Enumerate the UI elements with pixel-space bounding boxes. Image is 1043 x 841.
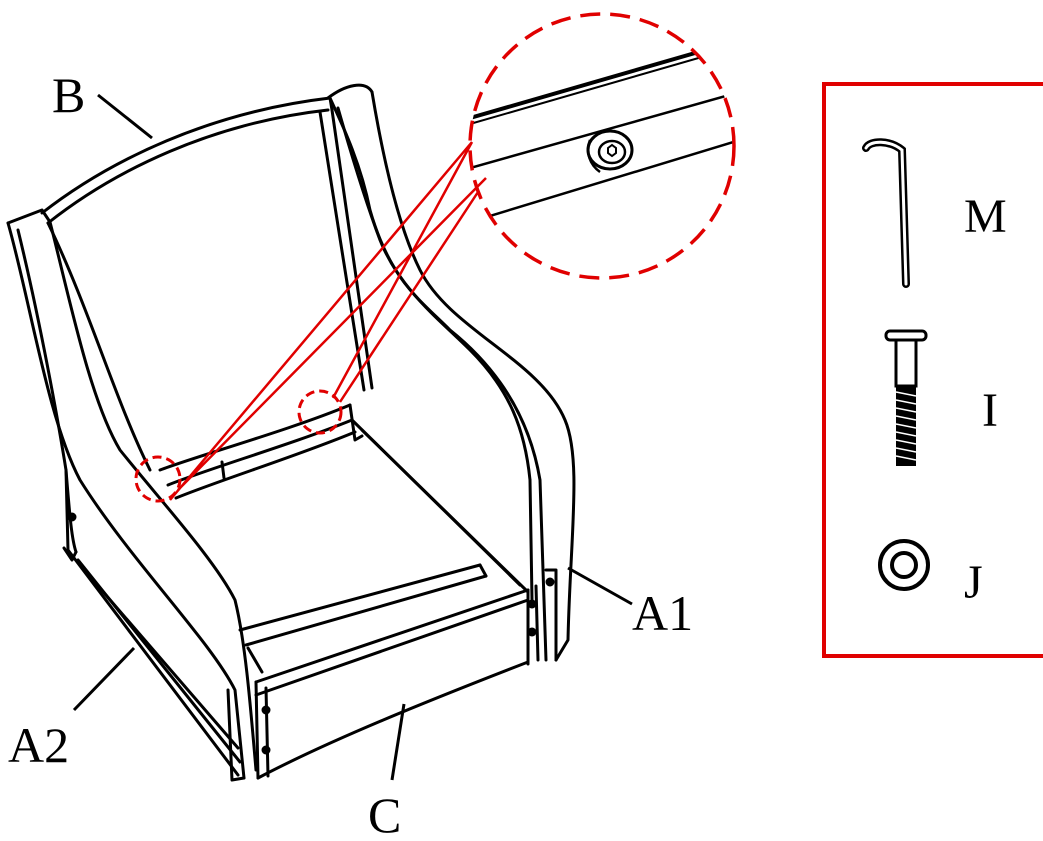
detail-callout (134, 12, 736, 503)
label-c: C (368, 787, 401, 836)
backrest-b (40, 96, 374, 472)
label-b: B (52, 67, 85, 123)
left-arm-a2 (6, 208, 258, 782)
right-arm-a1 (326, 83, 576, 662)
hardware-label-i: I (982, 384, 998, 437)
hardware-label-j: J (964, 556, 983, 609)
front-rail-c (254, 584, 540, 780)
hardware-label-m: M (964, 190, 1007, 243)
chair-drawing (6, 83, 576, 782)
hardware-panel-border (822, 82, 1043, 658)
zoom-circle (468, 12, 736, 280)
bolt-icon (884, 329, 928, 466)
seat-frame (158, 403, 530, 674)
zoom-detail (468, 12, 736, 280)
highlight-circle-right (297, 389, 343, 435)
part-labels: B A1 A2 C (8, 67, 693, 841)
hardware-panel: M I J (822, 82, 1043, 658)
label-a2: A2 (8, 717, 69, 773)
label-a1: A1 (632, 585, 693, 641)
highlight-circle-left (134, 455, 182, 503)
callout-leader-lines (169, 141, 487, 501)
washer-icon (878, 539, 930, 591)
allen-key-icon (862, 138, 910, 288)
